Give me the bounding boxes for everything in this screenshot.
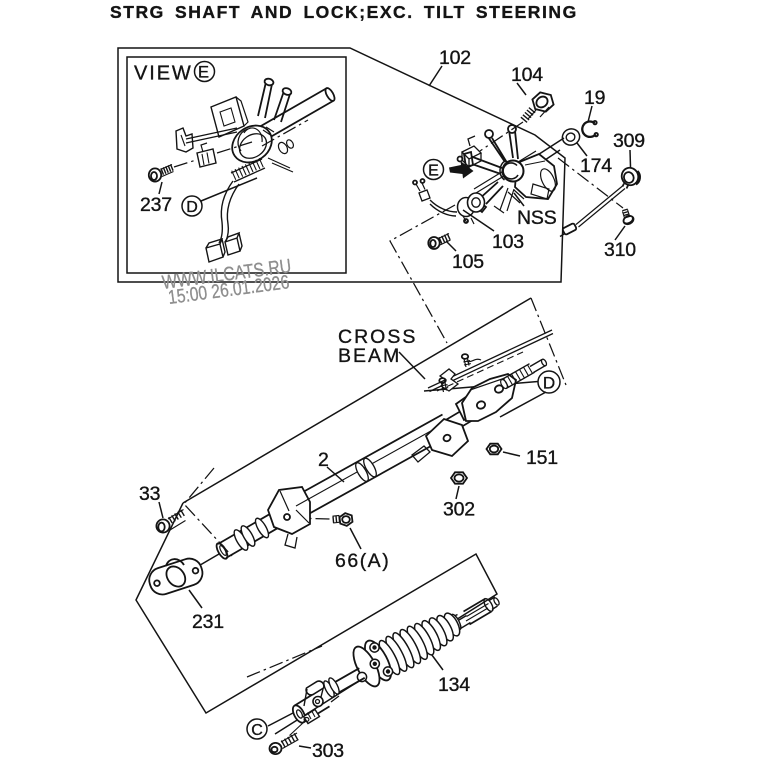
svg-text:309: 309 — [613, 130, 645, 152]
svg-text:2: 2 — [318, 449, 329, 471]
svg-text:174: 174 — [580, 155, 612, 177]
svg-text:103: 103 — [492, 231, 524, 253]
svg-text:33: 33 — [139, 483, 160, 505]
svg-text:STRG SHAFT AND LOCK;EXC. TILT: STRG SHAFT AND LOCK;EXC. TILT STEERING — [110, 2, 578, 22]
svg-text:302: 302 — [443, 499, 475, 521]
svg-text:303: 303 — [312, 740, 344, 762]
svg-text:66(A): 66(A) — [335, 550, 390, 572]
svg-text:231: 231 — [192, 611, 224, 633]
svg-text:151: 151 — [526, 447, 558, 469]
svg-text:105: 105 — [452, 251, 484, 273]
svg-text:C: C — [251, 722, 263, 739]
svg-text:237: 237 — [140, 194, 172, 216]
svg-text:VIEW: VIEW — [134, 63, 193, 85]
svg-text:134: 134 — [438, 674, 470, 696]
svg-text:19: 19 — [584, 87, 605, 109]
svg-text:102: 102 — [439, 47, 471, 69]
svg-text:D: D — [186, 199, 198, 216]
svg-text:E: E — [198, 64, 209, 82]
svg-text:D: D — [543, 374, 555, 393]
svg-text:310: 310 — [604, 239, 636, 261]
svg-text:BEAM: BEAM — [338, 345, 401, 367]
svg-text:E: E — [428, 163, 439, 180]
svg-text:NSS: NSS — [517, 207, 557, 229]
svg-text:104: 104 — [511, 64, 543, 86]
svg-text:CROSS: CROSS — [338, 326, 417, 348]
